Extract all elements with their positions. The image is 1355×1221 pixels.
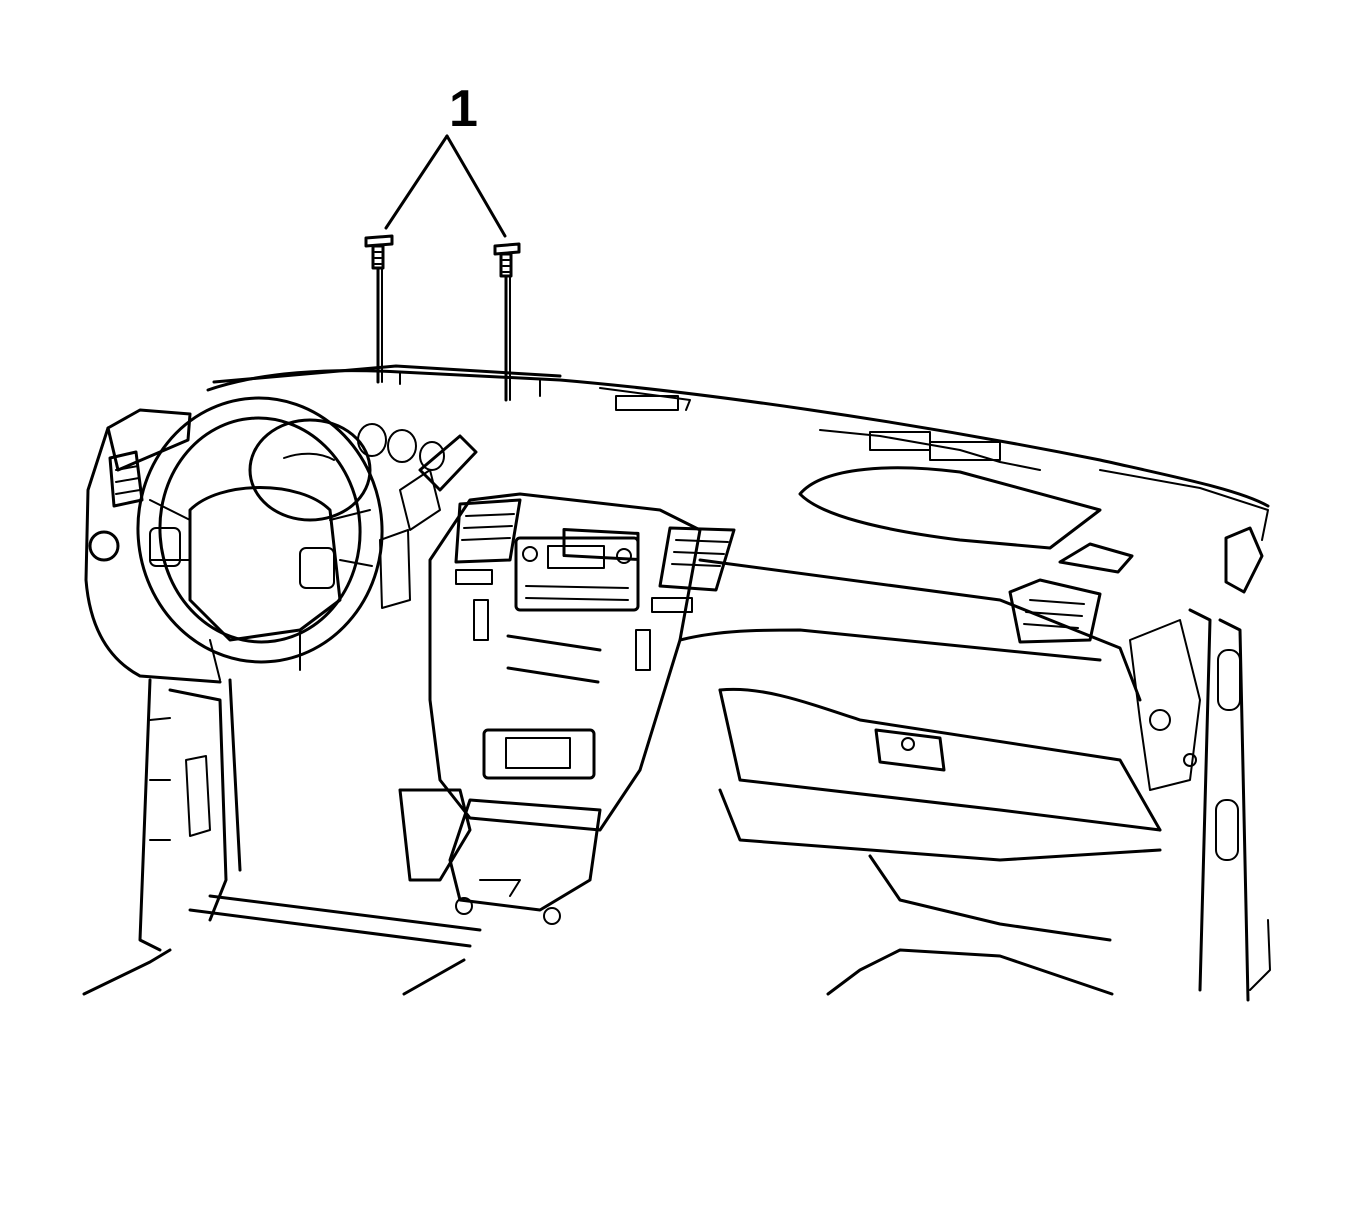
glove-box-latch [874,728,946,772]
left-dash-vents [84,408,222,684]
lower-dash [678,558,1162,862]
turn-signal-stalk [379,434,478,609]
passenger-airbag-door [798,466,1102,550]
fastener-right [493,242,521,402]
callout-1: 1 [384,80,507,238]
steering-wheel [136,396,384,681]
center-stack [428,492,736,832]
leader-line-right [445,134,507,238]
right-dash-vents [1008,526,1264,644]
instrument-cluster [248,418,445,522]
instrument-panel-top [206,364,1270,541]
left-pillar [138,678,242,952]
leader-line-left [384,134,449,230]
fastener-left [364,234,394,384]
callout-label-1: 1 [449,80,478,138]
under-dash-bracket [398,788,602,925]
right-pillar [1129,608,1250,1002]
floor [82,854,1271,996]
